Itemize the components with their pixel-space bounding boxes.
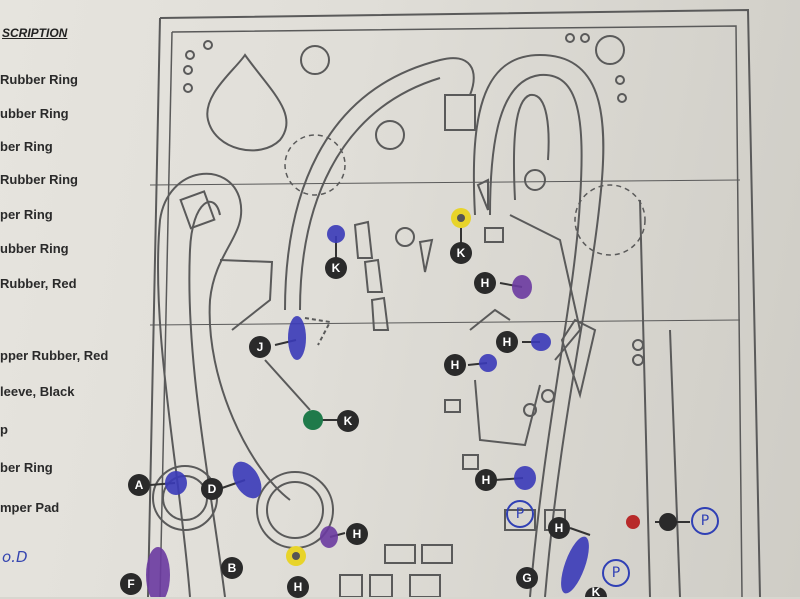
callout-tag: H: [475, 469, 497, 491]
marker-purple: [146, 547, 170, 597]
legend-item: ubber Ring: [0, 241, 69, 256]
marker-green: [303, 410, 323, 430]
legend-item: Rubber Ring: [0, 72, 78, 87]
handwritten-note: o.D: [2, 548, 28, 566]
teardrop-shape: [206, 53, 288, 152]
marker-blue: [514, 466, 536, 490]
marker-blue: [531, 333, 551, 351]
legend-item: pper Rubber, Red: [0, 348, 109, 363]
marker-blue: [288, 316, 306, 360]
marker-blue: [165, 471, 187, 495]
right-orbit-inner: [489, 73, 583, 597]
callout-tag: H: [287, 576, 309, 598]
callout-tag: K: [585, 585, 607, 599]
legend-item: leeve, Black: [0, 384, 75, 399]
legend-item: ber Ring: [0, 460, 53, 475]
callout-tag: K: [450, 242, 472, 264]
callout-tag: D: [201, 478, 223, 500]
callout-tag: F: [120, 573, 142, 595]
callout-tag: H: [444, 354, 466, 376]
legend-item: Rubber Ring: [0, 172, 78, 187]
left-lane-inner: [188, 200, 226, 597]
callout-tag: B: [221, 557, 243, 579]
callout-tag: G: [516, 567, 538, 589]
legend-item: Rubber, Red: [0, 276, 77, 291]
marker-dark: [659, 513, 677, 531]
legend-item: ubber Ring: [0, 106, 69, 121]
callout-tag: A: [128, 474, 150, 496]
callout-tag: H: [548, 517, 570, 539]
marker-purple: [512, 275, 532, 299]
callout-tag: H: [496, 331, 518, 353]
handwritten-p-mark: P: [691, 507, 719, 535]
parts-legend: SCRIPTION Rubber Ring ubber Ring ber Rin…: [0, 20, 150, 597]
legend-item: p: [0, 422, 8, 437]
callout-tag: K: [337, 410, 359, 432]
marker-blue: [232, 461, 262, 499]
legend-item: ber Ring: [0, 139, 53, 154]
callout-tag: H: [346, 523, 368, 545]
callout-tag: H: [474, 272, 496, 294]
legend-item: mper Pad: [0, 500, 60, 515]
marker-red: [626, 515, 640, 529]
handwritten-p-mark: P: [602, 559, 630, 587]
right-orbit-outer: [472, 53, 605, 597]
marker-purple: [320, 526, 338, 548]
callout-tag: K: [325, 257, 347, 279]
upper-ramp-outer: [284, 57, 475, 311]
marker-blue: [327, 225, 345, 243]
handwritten-p-mark: P: [506, 500, 534, 528]
playfield-border: [159, 8, 761, 597]
playfield-border-left: [147, 17, 161, 597]
legend-title: SCRIPTION: [2, 26, 68, 40]
legend-item: per Ring: [0, 207, 53, 222]
upper-ramp-inner: [299, 77, 441, 311]
left-lane-outer: [156, 172, 291, 597]
marker-blue: [561, 536, 589, 594]
callout-tag: J: [249, 336, 271, 358]
marker-blue: [479, 354, 497, 372]
